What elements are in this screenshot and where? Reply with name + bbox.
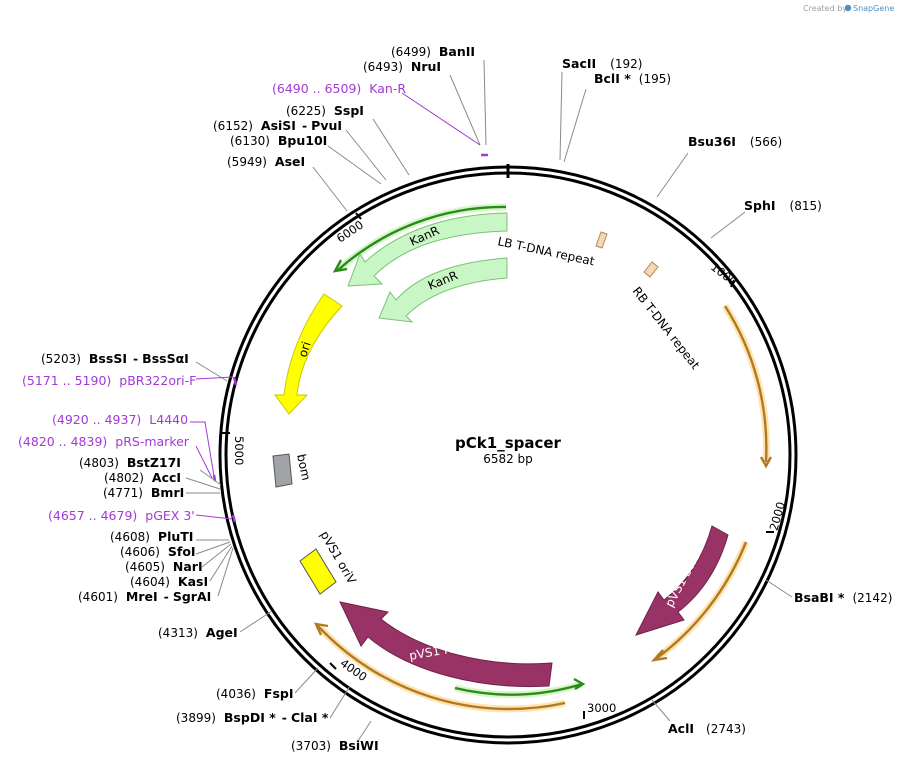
site-pluti[interactable]: (4608)PluTI	[110, 529, 193, 544]
primer-labels: (6490 .. 6509)Kan-R (5171 .. 5190)pBR322…	[18, 81, 406, 523]
site-mrei-sgrai[interactable]: (4601)MreI-SgrAI	[78, 589, 211, 604]
primer-mark	[232, 376, 238, 386]
primer-l4440[interactable]: (4920 .. 4937)L4440	[52, 412, 188, 427]
feature-label-bom: bom	[294, 453, 313, 482]
site-brui[interactable]: (6493)NruI	[363, 59, 441, 74]
site-sspi[interactable]: (6225)SspI	[286, 103, 364, 118]
tick-mark	[355, 212, 362, 220]
site-bcli[interactable]: BclI *(195)	[594, 71, 671, 86]
plasmid-name: pCk1_spacer	[455, 434, 562, 452]
feature-rb-tdna-repeat[interactable]	[643, 261, 659, 278]
site-bpu10i[interactable]: (6130)Bpu10I	[230, 133, 327, 148]
site-bstz17i[interactable]: (4803)BstZ17I	[79, 455, 181, 470]
site-bsssi[interactable]: (5203)BssSI-BssSαI	[41, 351, 189, 366]
site-banii[interactable]: (6499)BanII	[391, 44, 475, 59]
orf-arrowhead	[332, 259, 348, 273]
plasmid-length: 6582 bp	[483, 452, 533, 466]
site-bsiwi[interactable]: (3703)BsiWI	[291, 738, 379, 753]
feature-pvs1-staa[interactable]	[635, 525, 729, 636]
site-sacii[interactable]: SacII(192)	[562, 56, 642, 71]
credit-prefix: Created by	[803, 4, 847, 13]
primer-mark	[231, 514, 237, 523]
primer-leader-lines	[190, 92, 481, 520]
feature-label-rb-tdna-repeat: RB T-DNA repeat	[630, 284, 703, 372]
site-asei[interactable]: (5949)AseI	[227, 154, 305, 169]
orf-arrowhead	[573, 677, 586, 691]
feature-pvs1-repa[interactable]	[339, 601, 553, 688]
feature-ori[interactable]	[274, 293, 343, 415]
site-fspi[interactable]: (4036)FspI	[216, 686, 293, 701]
site-bmri[interactable]: (4771)BmrI	[103, 485, 184, 500]
feature-kanr-2[interactable]	[378, 257, 508, 323]
feature-label-ori: ori	[296, 340, 314, 359]
site-asisi-pvui[interactable]: (6152)AsiSI-PvuI	[213, 118, 342, 133]
feature-bom[interactable]	[272, 453, 293, 488]
feature-lb-tdna-repeat[interactable]	[595, 231, 608, 249]
tick-mark	[329, 662, 337, 670]
site-agei[interactable]: (4313)AgeI	[158, 625, 238, 640]
feature-label-lb-tdna-repeat: LB T-DNA repeat	[496, 234, 596, 268]
feature-kanr-1[interactable]	[347, 212, 508, 287]
primer-pgex-3[interactable]: (4657 .. 4679)pGEX 3'	[48, 508, 195, 523]
site-sfoi[interactable]: (4606)SfoI	[120, 544, 196, 559]
tick-mark	[730, 279, 735, 288]
site-sphi[interactable]: SphI(815)	[744, 198, 822, 213]
site-kasi[interactable]: (4604)KasI	[130, 574, 208, 589]
site-labels: (6499)BanII (6493)NruI (6225)SspI (6152)…	[41, 44, 892, 753]
backbone	[218, 164, 798, 745]
primer-prs-marker[interactable]: (4820 .. 4839)pRS-marker	[18, 434, 190, 449]
site-nari[interactable]: (4605)NarI	[125, 559, 203, 574]
tick-label-5000: 5000	[232, 436, 246, 465]
tick-label-2000: 2000	[767, 500, 789, 532]
tick-label-3000: 3000	[587, 701, 616, 715]
site-acci[interactable]: (4802)AccI	[104, 470, 181, 485]
orf-lines	[313, 203, 773, 713]
site-acli[interactable]: AclI(2743)	[668, 721, 746, 736]
orf-arrowhead	[313, 622, 329, 636]
site-bsu36i[interactable]: Bsu36I(566)	[688, 134, 782, 149]
site-bspdi-clai[interactable]: (3899)BspDI *-ClaI *	[176, 710, 329, 725]
snapgene-logo-icon	[844, 4, 852, 12]
credit-brand: SnapGene	[853, 4, 894, 13]
primer-pbr322ori-f[interactable]: (5171 .. 5190)pBR322ori-F	[22, 373, 196, 388]
site-bsabi[interactable]: BsaBI *(2142)	[794, 590, 892, 605]
orf-arrowhead	[650, 649, 668, 662]
primer-kan-r[interactable]: (6490 .. 6509)Kan-R	[272, 81, 406, 96]
feature-pvs1-oriv[interactable]	[299, 548, 337, 595]
orf-arrowhead	[759, 456, 773, 469]
